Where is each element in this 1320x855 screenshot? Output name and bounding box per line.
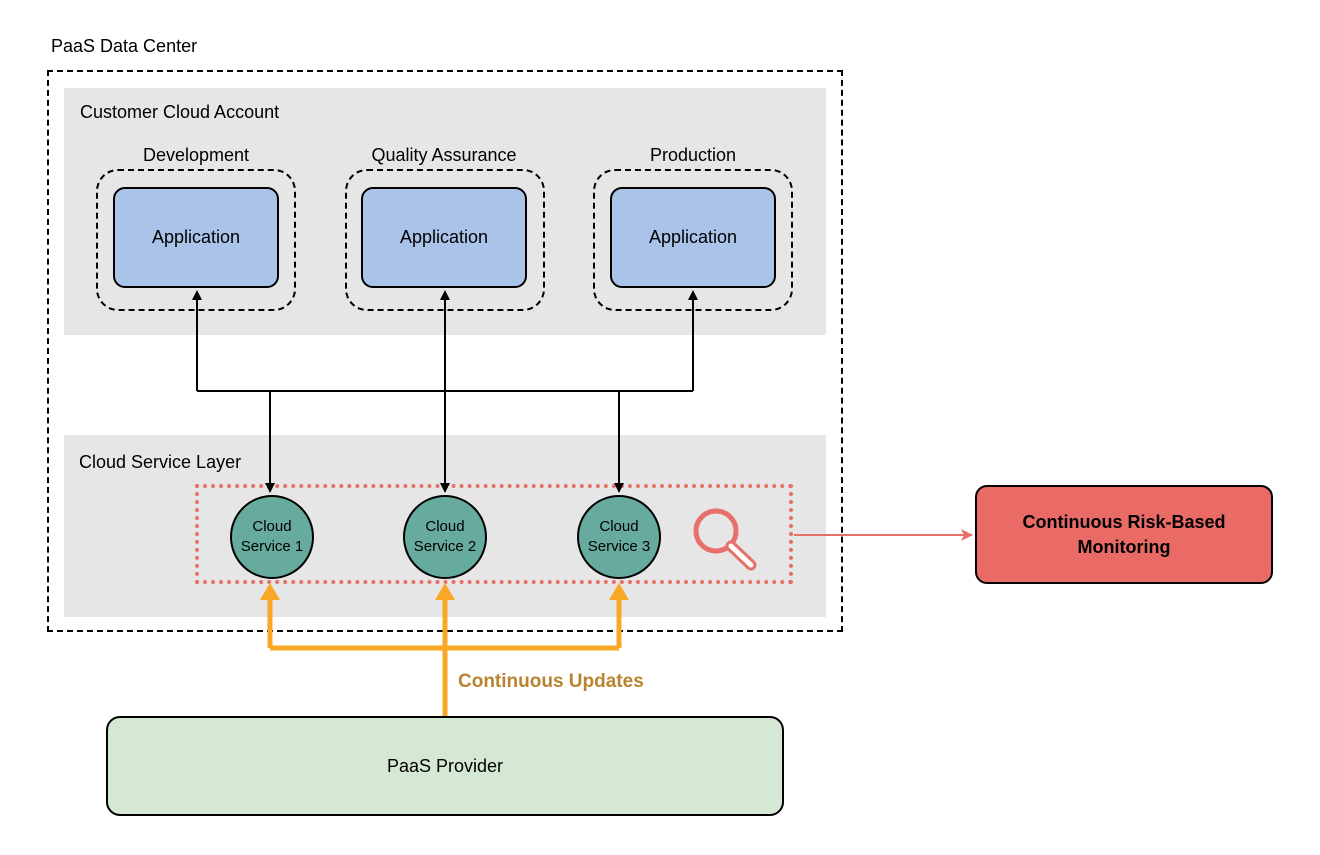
environment-label-production: Production (649, 145, 737, 165)
cloud-service-2-line1: Cloud (425, 518, 465, 535)
paas-provider-box[interactable]: PaaS Provider (106, 716, 784, 816)
monitoring-label-line2: Monitoring (1077, 536, 1171, 557)
cloud-service-3[interactable]: Cloud Service 3 (577, 495, 661, 579)
update-arrow-service-1 (260, 583, 280, 600)
paas-data-center-label: PaaS Data Center (51, 36, 198, 56)
monitored-services-region (195, 484, 793, 584)
environment-label-quality-assurance: Quality Assurance (371, 145, 517, 165)
monitoring-label-line1: Continuous Risk-Based (1022, 511, 1226, 532)
application-service-bus (192, 290, 698, 493)
application-box-development[interactable]: Application (113, 187, 279, 288)
update-arrow-service-2 (435, 583, 455, 600)
continuous-updates-connectors (267, 598, 622, 716)
customer-cloud-account-label: Customer Cloud Account (80, 102, 280, 122)
cloud-service-3-line1: Cloud (599, 518, 639, 535)
environment-label-development: Development (142, 145, 250, 165)
magnifier-icon (693, 508, 757, 571)
update-arrow-service-3 (609, 583, 629, 600)
cloud-service-2[interactable]: Cloud Service 2 (403, 495, 487, 579)
cloud-service-1[interactable]: Cloud Service 1 (230, 495, 314, 579)
cloud-service-3-line2: Service 3 (587, 538, 651, 555)
cloud-service-layer-label: Cloud Service Layer (79, 452, 242, 472)
continuous-risk-based-monitoring-box[interactable]: Continuous Risk-Based Monitoring (975, 485, 1273, 584)
cloud-service-1-line2: Service 1 (240, 538, 304, 555)
cloud-service-2-line2: Service 2 (413, 538, 477, 555)
continuous-updates-arrowheads (260, 583, 629, 600)
continuous-updates-label: Continuous Updates (458, 671, 644, 692)
application-box-production[interactable]: Application (610, 187, 776, 288)
application-box-quality-assurance[interactable]: Application (361, 187, 527, 288)
cloud-service-1-line1: Cloud (252, 518, 292, 535)
